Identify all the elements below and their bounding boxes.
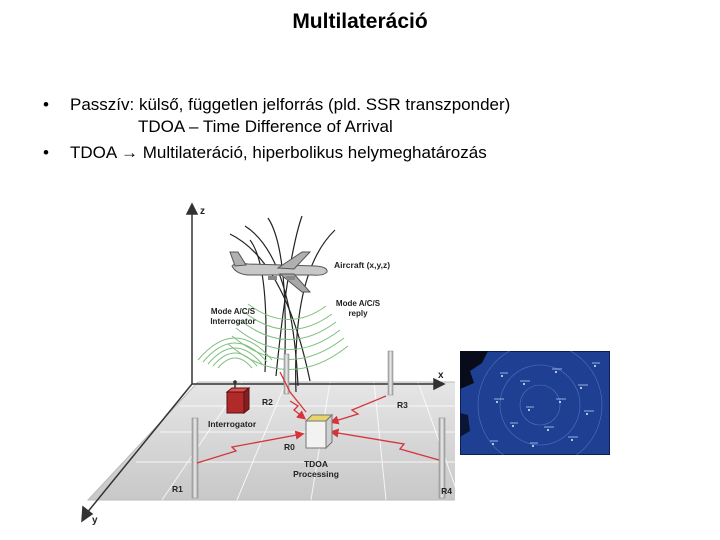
axis-x-label: x [438, 370, 444, 381]
bullet-passive: • Passzív: külső, független jelforrás (p… [40, 94, 700, 138]
aircraft-icon [229, 251, 328, 293]
tdoa-processor-icon [304, 413, 334, 450]
tdoa-processing-label-line2: Processing [293, 469, 339, 479]
bullet-dot: • [43, 95, 49, 114]
axis-y-label: y [92, 515, 98, 526]
bullet-passive-text: Passzív: külső, független jelforrás (pld… [70, 95, 511, 114]
bullet-dot: • [43, 143, 49, 162]
receiver-r2-label: R2 [262, 397, 273, 407]
bullet-passive-subtext: TDOA – Time Difference of Arrival [138, 117, 393, 136]
hyperbola-curves [229, 215, 336, 393]
receiver-r3 [387, 350, 394, 396]
interrogator-mode-label-line2: Interrogator [210, 317, 255, 326]
interrogator-waves [197, 337, 273, 369]
receiver-r0-label: R0 [284, 442, 295, 452]
receiver-r2 [283, 353, 290, 395]
axis-z-label: z [200, 206, 205, 217]
bullet-list: • Passzív: külső, független jelforrás (p… [40, 94, 700, 164]
slide-title: Multilateráció [292, 10, 428, 33]
right-arrow-icon: → [121, 143, 139, 162]
reply-label-line1: Mode A/C/S [336, 299, 381, 308]
axes [81, 202, 446, 523]
reply-label-line2: reply [348, 309, 368, 318]
bullet-tdoa-text: Multilateráció, hiperbolikus helymeghatá… [142, 143, 487, 162]
receiver-r4 [438, 417, 446, 499]
multilateration-diagram: z x y Aircraft (x,y,z) Mode A/C/S r [81, 202, 455, 526]
receiver-r4-label: R4 [441, 486, 452, 496]
receiver-r1 [191, 417, 199, 499]
interrogator-label: Interrogator [208, 419, 257, 429]
aircraft-label: Aircraft (x,y,z) [334, 260, 390, 270]
bullet-tdoa: • TDOA → Multilateráció, hiperbolikus he… [40, 142, 700, 164]
receiver-r3-label: R3 [397, 400, 408, 410]
interrogator-mode-label-line1: Mode A/C/S [211, 307, 256, 316]
bullet-tdoa-lead: TDOA [70, 143, 117, 162]
signal-links [196, 371, 440, 464]
tdoa-processing-label-line1: TDOA [304, 459, 328, 469]
radar-display-image [460, 351, 610, 455]
receiver-r1-label: R1 [172, 484, 183, 494]
interrogator-icon [225, 380, 251, 415]
